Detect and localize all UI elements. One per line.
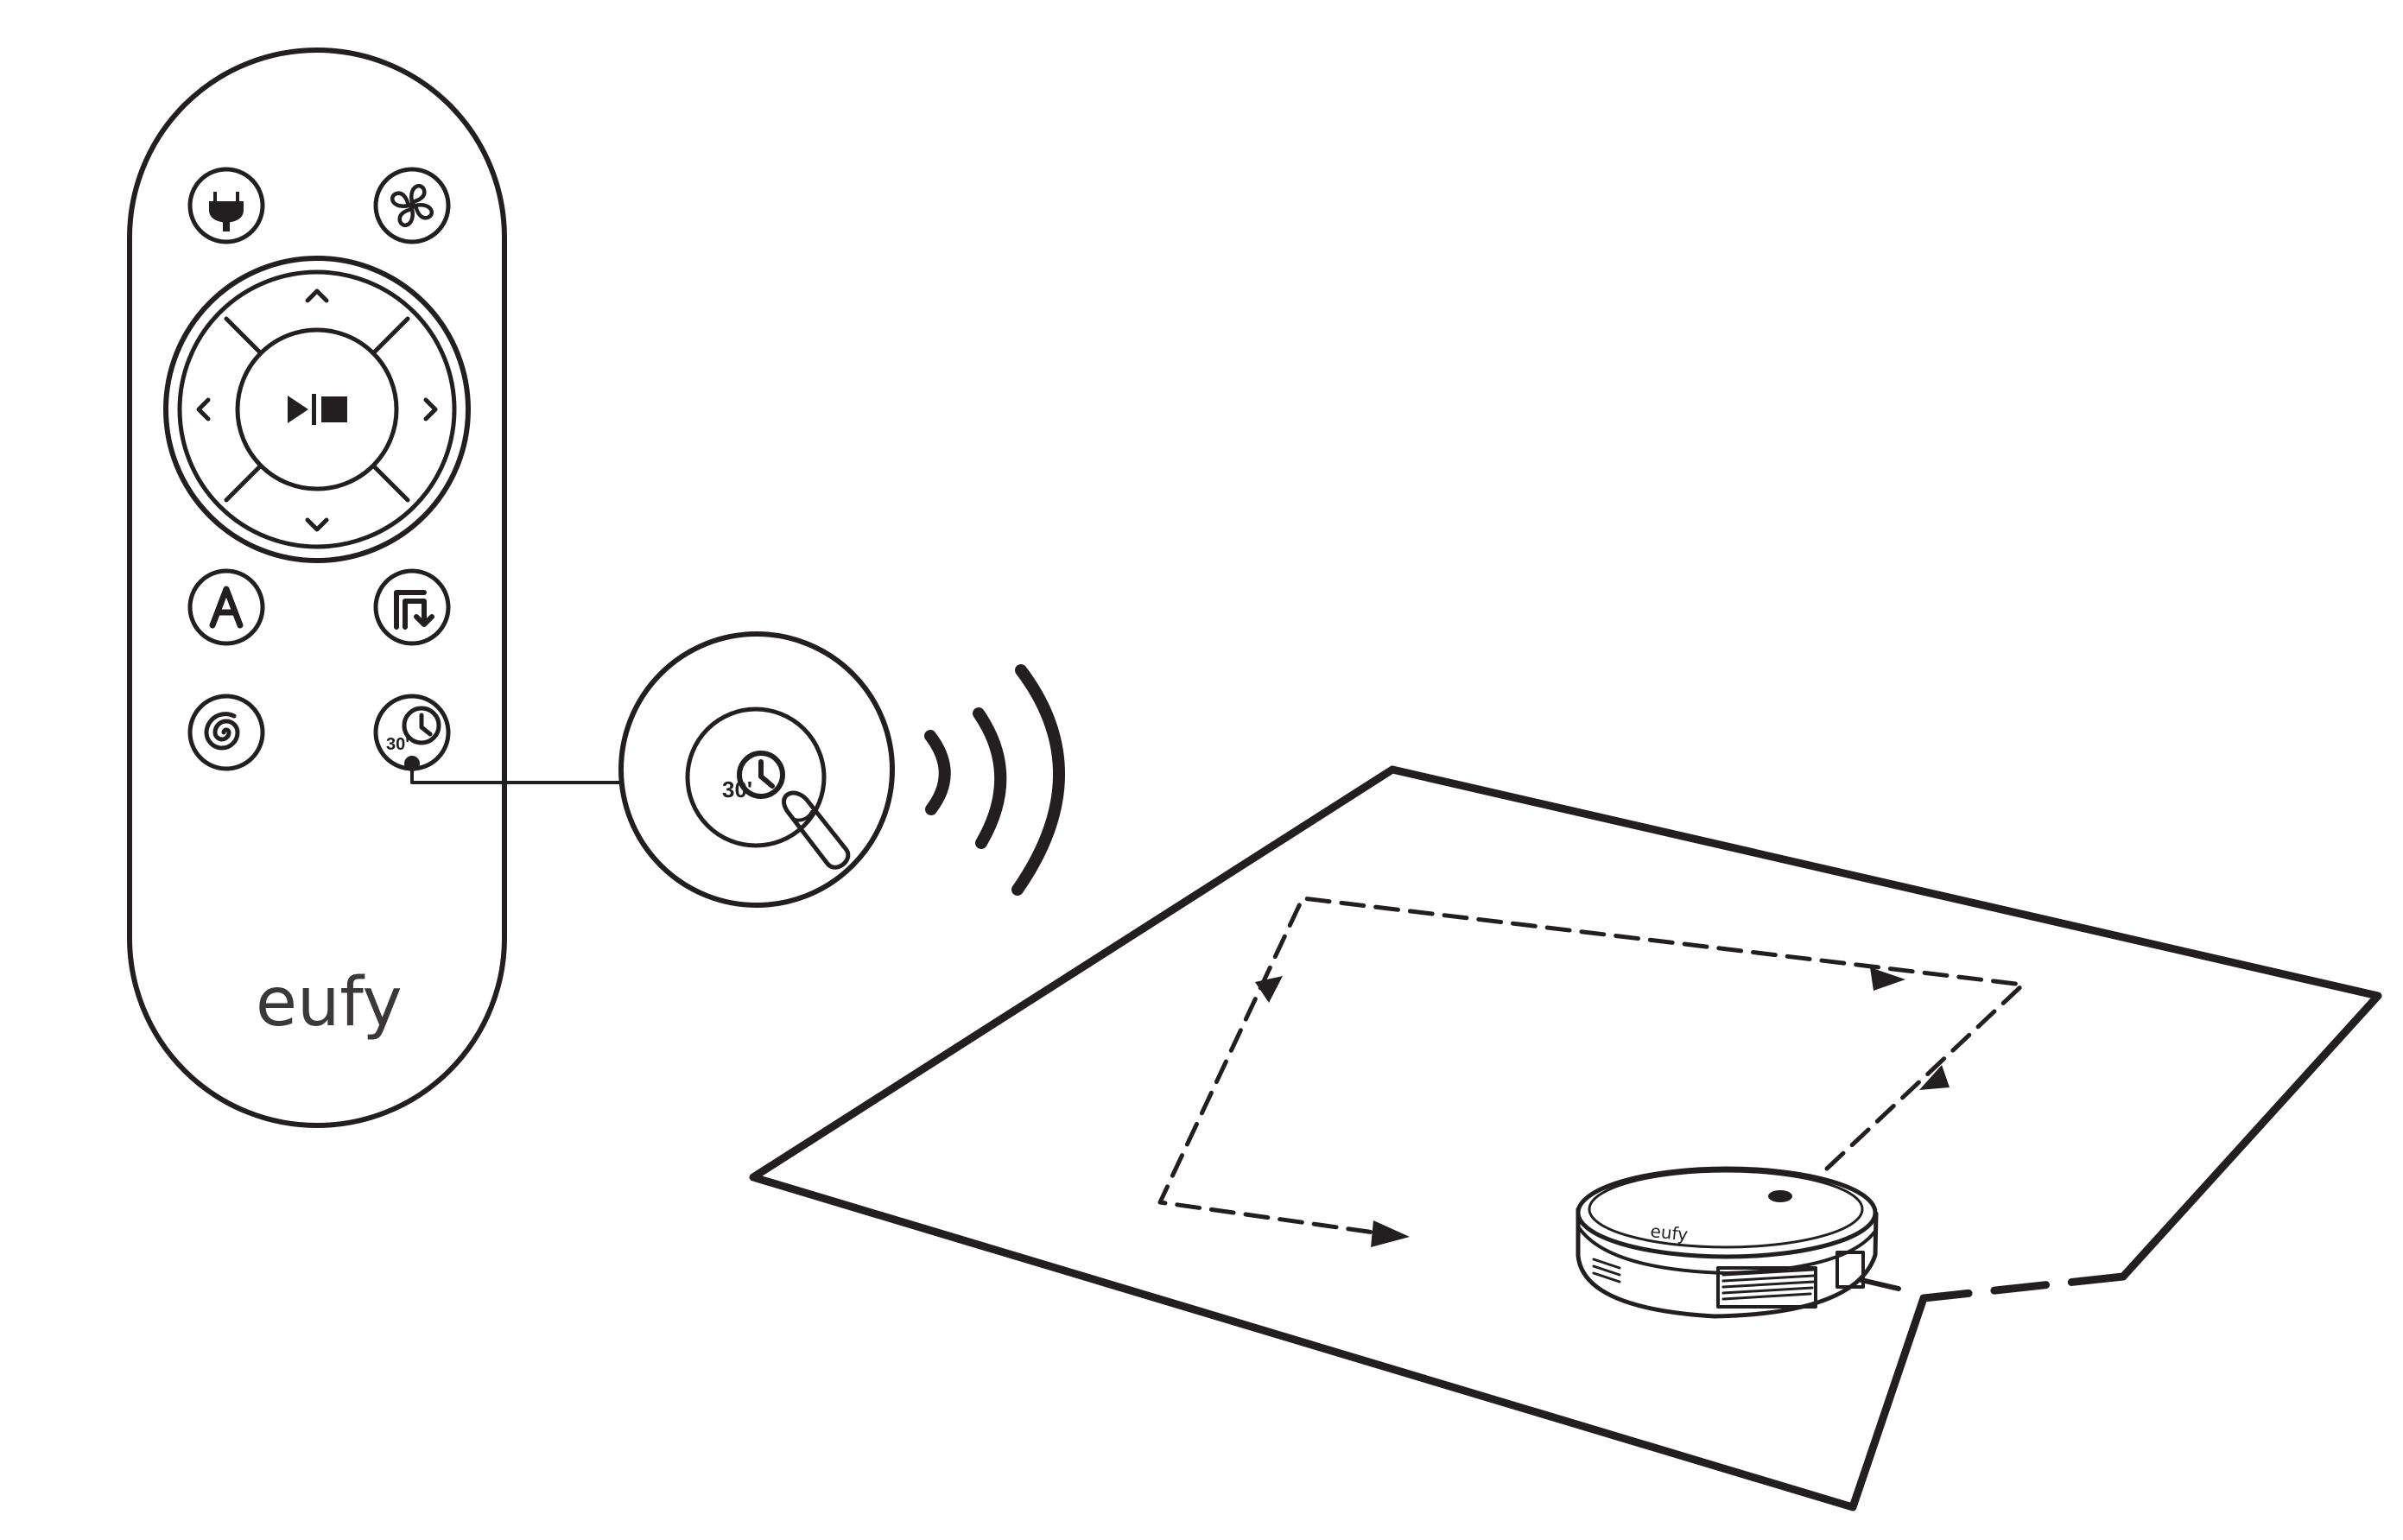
plug-icon	[209, 192, 244, 231]
edge-clean-icon	[394, 590, 434, 630]
timer-label: 30'	[386, 735, 409, 754]
chevron-down-icon	[305, 517, 329, 532]
finger-press-icon	[782, 790, 851, 870]
remote-body	[127, 48, 507, 1128]
chevron-up-icon	[305, 288, 329, 303]
play-pause-icon	[288, 394, 347, 425]
robot-bumper-vents	[1592, 1258, 1816, 1301]
zoom-circle	[618, 631, 895, 908]
timer-30-icon: 30'	[386, 706, 441, 754]
timer-30-icon: 30'	[722, 751, 785, 802]
back-button[interactable]	[305, 517, 329, 532]
remote-brand-logo: eufy	[256, 964, 403, 1042]
chevron-left-icon	[196, 397, 211, 421]
floor-edge-dashed	[1919, 1272, 2127, 1302]
cleaning-path-arrows	[1157, 896, 2026, 1247]
zoom-callout: 30'	[618, 631, 895, 908]
remote-control: 30' eufy	[127, 48, 507, 1128]
direction-pad	[163, 256, 471, 563]
auto-clean-button[interactable]	[187, 568, 265, 646]
timed-clean-button[interactable]: 30'	[373, 694, 451, 771]
wireless-signal-icon	[924, 664, 1065, 896]
dpad-outer-ring	[163, 256, 471, 563]
callout-leader	[404, 756, 624, 784]
arrowhead-icon	[1255, 976, 1283, 1003]
dpad-inner-ring	[177, 269, 457, 549]
letter-a-icon	[209, 586, 244, 629]
zoom-timer-label: 30'	[722, 776, 752, 802]
start-pause-button[interactable]	[235, 327, 399, 491]
left-button[interactable]	[196, 397, 211, 421]
right-button[interactable]	[423, 397, 438, 421]
suction-button[interactable]	[373, 167, 451, 244]
spiral-icon	[204, 712, 240, 751]
floor-outline	[749, 765, 2382, 1511]
forward-button[interactable]	[305, 288, 329, 303]
floor-area	[749, 765, 2382, 1511]
arrowhead-icon	[1371, 1220, 1410, 1247]
robot-brand-logo: eufy	[1649, 1220, 1689, 1245]
charge-button[interactable]	[187, 167, 265, 244]
spot-clean-button[interactable]	[187, 694, 265, 771]
chevron-right-icon	[423, 397, 438, 421]
cleaning-path	[1157, 896, 2026, 1237]
arrowhead-icon	[1919, 1065, 1950, 1090]
fan-icon	[390, 184, 434, 227]
arrowhead-icon	[1870, 967, 1905, 991]
zoomed-timed-clean-button	[685, 707, 827, 848]
robot-vacuum-icon: eufy	[1576, 1166, 1901, 1319]
edge-clean-button[interactable]	[373, 568, 451, 646]
